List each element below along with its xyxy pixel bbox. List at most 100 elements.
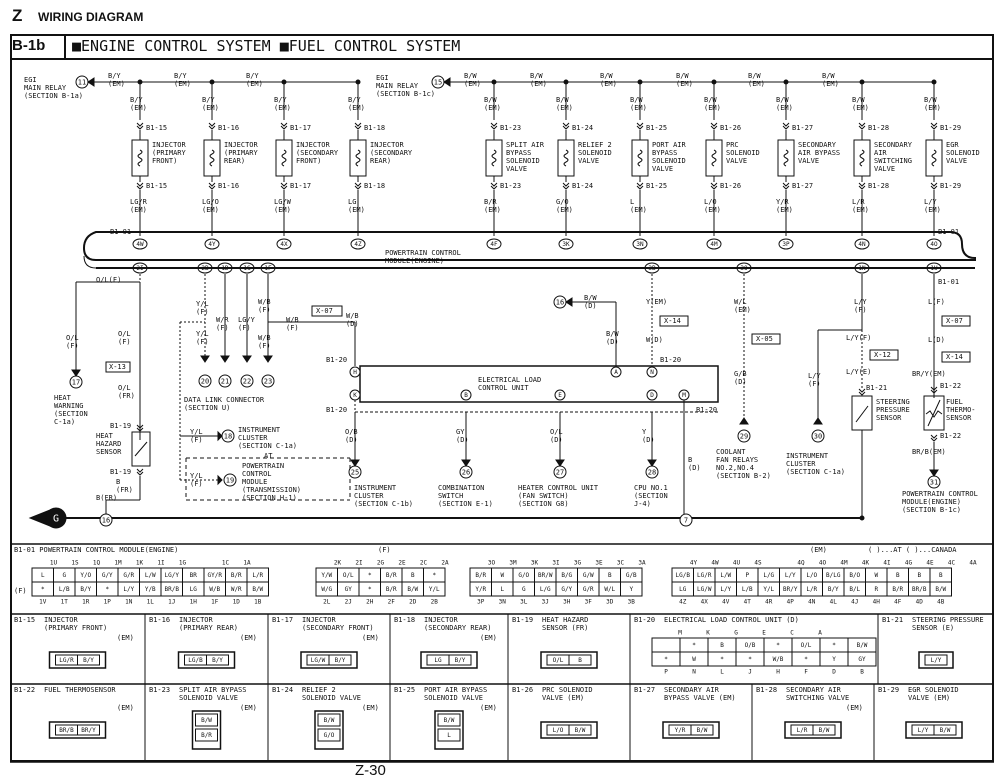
- ground-node-16-label: 16: [102, 517, 110, 525]
- b101-block-3-r2-5: BR/Y: [783, 586, 798, 593]
- b101-block-0-bot-9: 1D: [233, 599, 241, 606]
- row3-pin-3-0: B/W: [444, 717, 455, 724]
- b-fr2-label: B(FR): [96, 494, 118, 502]
- pcm-pin-bot-1: [197, 262, 213, 274]
- b101-block-3-bot-5: 4P: [787, 599, 795, 606]
- b101-title: B1-01 POWERTRAIN CONTROL MODULE(ENGINE): [14, 546, 179, 554]
- heat-warning-node-label: 17: [72, 379, 80, 387]
- component-name-9: SECONDARY AIR SWITCHING VALVE: [874, 141, 912, 173]
- coil-9: [859, 149, 865, 167]
- b101-block-3-bot-0: 4Z: [679, 599, 687, 606]
- elcu-conn-r2-6: Y: [832, 656, 836, 663]
- b101-block-3-r2-10: B/R: [892, 586, 903, 593]
- b101-em-label: (EM): [810, 546, 827, 554]
- conn-id-top-1: B1-16: [218, 124, 240, 132]
- dlc-node-3-label: 23: [264, 378, 272, 386]
- ol-f-label: O/L(F): [96, 276, 122, 284]
- b101-block-3-r2-12: B/W: [935, 586, 946, 593]
- inst2-arrow: [813, 417, 823, 425]
- elcu-conn-r1-0: *: [692, 642, 696, 649]
- b101-block-3-r1-5: L/Y: [785, 572, 796, 579]
- heat-sensor-box: [131, 431, 151, 467]
- b101-block-3-r2-7: B/Y: [828, 586, 839, 593]
- b101-block-0-bot-4: 1N: [125, 599, 133, 606]
- pcm-pin-top-2-label: 4X: [280, 241, 288, 248]
- coil-1: [209, 149, 215, 167]
- b101-block-0-r1-8: GY/R: [208, 572, 223, 579]
- conn-id-top-5: B1-24: [572, 124, 594, 132]
- b101-block-2-r1-1: W: [500, 572, 504, 579]
- elcu-conn-r2-7: GY: [858, 656, 866, 663]
- dlc-node-0: [198, 374, 212, 388]
- conn-sym-bot-1: [208, 182, 216, 190]
- b101-block-1-top-4: 2C: [420, 560, 428, 567]
- ground-node-16: [99, 513, 113, 527]
- row3-pin-box-7-1: [933, 724, 957, 736]
- x07a-label: X-07: [316, 307, 333, 315]
- b101-block-0-r2-10: B/W: [252, 586, 263, 593]
- l-f-label: L(F): [928, 298, 945, 306]
- pcm-trans-node: [223, 473, 237, 487]
- b101-block-1-top-2: 2G: [377, 560, 385, 567]
- dlc-wire-label-2: LG/Y (F): [238, 316, 255, 332]
- wire-in-2: B/Y (EM): [274, 96, 291, 112]
- b101-block-0-r1-4: G/R: [123, 572, 134, 579]
- b101-block-2-top-0: 3O: [488, 560, 496, 567]
- wire-in-3: B/Y (EM): [348, 96, 365, 112]
- row3-pin-box-2-1: [317, 728, 341, 742]
- b101-block-3-top-5: 4Q: [797, 560, 805, 567]
- elcu-out-node-3: [645, 465, 659, 479]
- row3-conn-2: [314, 710, 344, 750]
- row2-loc-2: (EM): [362, 634, 379, 642]
- bus-wire-label-3: B/W (EM): [464, 72, 481, 88]
- conn-sym-bot-6: [636, 182, 644, 190]
- heat-sensor-label: HEAT HAZARD SENSOR: [96, 432, 122, 456]
- coolant-label: COOLANT FAN RELAYS NO.2,NO.4 (SECTION B-…: [716, 448, 771, 480]
- dlc-node-3: [261, 374, 275, 388]
- wb-f-label: W/B (F): [286, 316, 299, 332]
- b101-block-3-bot-2: 4V: [722, 599, 730, 606]
- b101-block-1-bot-0: 2L: [323, 599, 331, 606]
- elcu-conn-r2-1: W: [692, 656, 696, 663]
- b101-block-0-top-9: 1A: [243, 560, 251, 567]
- coil-5: [563, 149, 569, 167]
- row2-conn-2: [300, 651, 358, 669]
- b101-block-3-bot-1: 4X: [701, 599, 709, 606]
- dlc-wire-label-3: W/B (F): [258, 298, 271, 314]
- b101-block-2-r2-5: G/R: [583, 586, 594, 593]
- b101-block-0-r2-1: L/B: [59, 586, 70, 593]
- wire-in-1: B/Y (EM): [202, 96, 219, 112]
- conn-id-top-10: B1-29: [940, 124, 962, 132]
- row2-id-3: B1-18: [394, 616, 416, 624]
- wire-in-9: B/W (EM): [852, 96, 869, 112]
- pcm-pin-bot-5-label: 3B: [648, 265, 656, 272]
- b101-block-3-r1-12: B: [939, 572, 943, 579]
- elcu-out-node-1-label: 26: [462, 469, 470, 477]
- row3-pin-0-1: BR/Y: [81, 727, 96, 734]
- pcm-pin-bot-3-label: 1G: [243, 265, 251, 272]
- conn-sym-top-7: [710, 122, 718, 130]
- pcm-pin-bot-8: [926, 262, 942, 274]
- row3-pin-box-4-1: [568, 724, 592, 736]
- dlc-wire-label-0: Y/L (F): [196, 300, 209, 316]
- b101-block-3-bot-6: 4N: [808, 599, 816, 606]
- row2-name-5: ELECTRICAL LOAD CONTROL UNIT (D): [664, 616, 799, 624]
- elcu-conn-top-5: A: [818, 630, 822, 637]
- row2-name-0: INJECTOR (PRIMARY FRONT): [44, 616, 108, 632]
- elcu-conn-bot-7: B: [860, 669, 864, 676]
- x14a-label: X-14: [664, 317, 681, 325]
- relay-mid-wire-label: B/W (D): [584, 294, 597, 310]
- l-d-label: L(D): [928, 336, 945, 344]
- elcu-conn-bot-6: D: [832, 669, 836, 676]
- b119b-sym: [136, 468, 144, 476]
- b101-block-3-top-1: 4W: [711, 560, 719, 567]
- y-em-label: Y(EM): [646, 298, 668, 306]
- elcu-conn-top-4: C: [790, 630, 794, 637]
- b101-block-2-top-3: 3I: [552, 560, 560, 567]
- b101-block-3-bot-12: 4B: [937, 599, 945, 606]
- pcm-pin-bot-6-label: 3O: [740, 265, 748, 272]
- pcm-module-body: [82, 231, 976, 261]
- inst2-node: [811, 429, 825, 443]
- dlc-wire2-label-0: Y/L (F): [196, 330, 209, 346]
- b101-block-3-top-0: 4Y: [690, 560, 698, 567]
